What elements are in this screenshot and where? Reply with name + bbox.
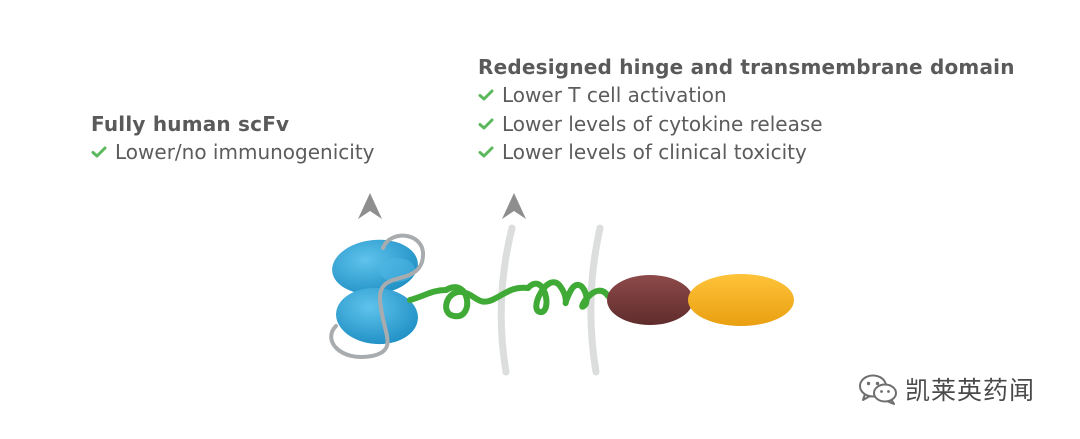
watermark-text: 凯莱英药闻 bbox=[905, 376, 1036, 405]
scfv-callout: Fully human scFv Lower/no immunogenicity bbox=[91, 110, 375, 167]
hinge-callout-title: Redesigned hinge and transmembrane domai… bbox=[478, 55, 1015, 79]
signaling-domain-orange bbox=[688, 274, 794, 326]
hinge-bullet: Lower levels of cytokine release bbox=[478, 110, 1015, 139]
check-icon bbox=[478, 146, 494, 158]
hinge-bullet: Lower T cell activation bbox=[478, 81, 1015, 110]
check-icon bbox=[478, 118, 494, 130]
scfv-bullet-text: Lower/no immunogenicity bbox=[115, 140, 375, 164]
signaling-domain-maroon bbox=[607, 275, 693, 325]
hinge-arrow-icon bbox=[502, 193, 526, 219]
cell-membrane bbox=[497, 224, 604, 376]
scfv-domain bbox=[329, 233, 426, 360]
hinge-bullet-text-2: Lower levels of cytokine release bbox=[502, 111, 823, 136]
wechat-icon bbox=[859, 374, 897, 405]
hinge-bullet-text-3: Lower levels of clinical toxicity bbox=[502, 140, 807, 164]
intracellular-domains bbox=[607, 274, 794, 326]
watermark: 凯莱英药闻 bbox=[857, 371, 1035, 407]
scfv-callout-title: Fully human scFv bbox=[91, 112, 290, 136]
hinge-callout: Redesigned hinge and transmembrane domai… bbox=[478, 53, 1015, 167]
scfv-bullet: Lower/no immunogenicity bbox=[91, 138, 375, 167]
scfv-arrow-icon bbox=[358, 193, 382, 219]
check-icon bbox=[478, 89, 494, 101]
check-icon bbox=[91, 146, 107, 158]
hinge-bullet-text-1: Lower T cell activation bbox=[502, 83, 727, 107]
hinge-bullet: Lower levels of clinical toxicity bbox=[478, 138, 1015, 167]
